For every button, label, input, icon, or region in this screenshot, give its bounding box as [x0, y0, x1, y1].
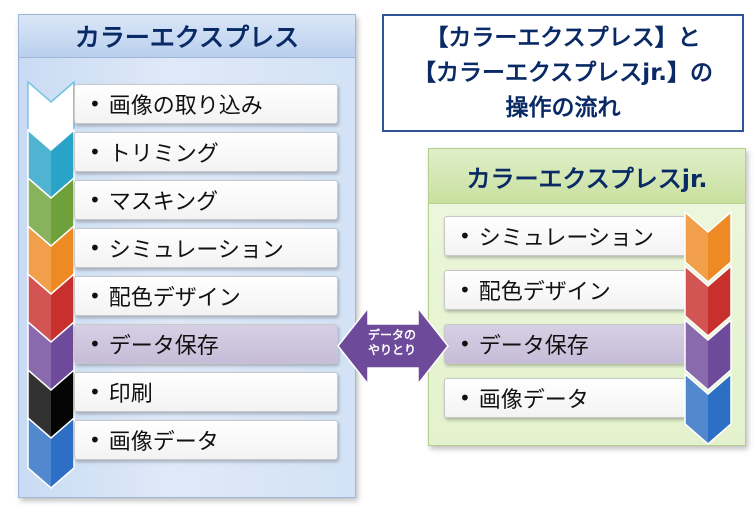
right-panel-title: カラーエクスプレスjr.: [429, 149, 745, 204]
bullet-icon: •: [89, 284, 101, 308]
left-step-label: 印刷: [108, 382, 153, 407]
bullet-icon: •: [89, 380, 101, 404]
left-step-label: 画像の取り込み: [108, 94, 263, 119]
right-step-label: 画像データ: [478, 388, 589, 413]
left-step-7: • 画像データ: [74, 420, 338, 460]
bullet-icon: •: [459, 224, 471, 248]
step-chevron-icon: [684, 372, 732, 445]
left-step-6: • 印刷: [74, 372, 338, 412]
bullet-icon: •: [459, 332, 471, 356]
left-step-4: • 配色デザイン: [74, 276, 338, 316]
left-step-1: • トリミング: [74, 132, 338, 172]
step-chevron-icon: [684, 318, 732, 391]
title-line-3: 操作の流れ: [505, 94, 621, 121]
left-step-0: • 画像の取り込み: [74, 84, 338, 124]
step-chevron-icon: [684, 264, 732, 337]
left-step-label: データ保存: [108, 334, 219, 359]
right-step-2: • データ保存: [444, 324, 686, 364]
right-step-label: 配色デザイン: [478, 280, 611, 305]
left-step-label: トリミング: [108, 142, 219, 167]
bullet-icon: •: [89, 236, 101, 260]
left-step-label: 配色デザイン: [108, 286, 241, 311]
diagram-title: 【カラーエクスプレス】と 【カラーエクスプレスjr.】の 操作の流れ: [382, 14, 744, 132]
exchange-label-line-1: データの: [367, 328, 416, 342]
step-chevron-icon: [27, 368, 75, 441]
right-step-3: • 画像データ: [444, 378, 686, 418]
left-panel-title: カラーエクスプレス: [19, 15, 355, 58]
left-step-2: • マスキング: [74, 180, 338, 220]
bullet-icon: •: [89, 332, 101, 356]
bullet-icon: •: [89, 92, 101, 116]
left-step-3: • シミュレーション: [74, 228, 338, 268]
step-chevron-icon: [684, 210, 732, 283]
right-step-label: データ保存: [478, 334, 589, 359]
right-step-label: シミュレーション: [478, 226, 654, 251]
bullet-icon: •: [459, 386, 471, 410]
exchange-label-line-2: やりとり: [367, 343, 416, 357]
right-step-1: • 配色デザイン: [444, 270, 686, 310]
title-line-1: 【カラーエクスプレス】と: [425, 24, 701, 51]
bullet-icon: •: [89, 428, 101, 452]
bullet-icon: •: [89, 188, 101, 212]
right-step-0: • シミュレーション: [444, 216, 686, 256]
bullet-icon: •: [459, 278, 471, 302]
exchange-arrow: [337, 305, 449, 387]
step-chevron-icon: [27, 416, 75, 489]
left-step-label: マスキング: [108, 190, 219, 215]
bullet-icon: •: [89, 140, 101, 164]
left-step-label: シミュレーション: [108, 238, 284, 263]
title-line-2: 【カラーエクスプレスjr.】の: [413, 59, 713, 86]
exchange-label: データの やりとり: [356, 328, 428, 358]
left-step-5: • データ保存: [74, 324, 338, 364]
left-step-label: 画像データ: [108, 430, 219, 455]
